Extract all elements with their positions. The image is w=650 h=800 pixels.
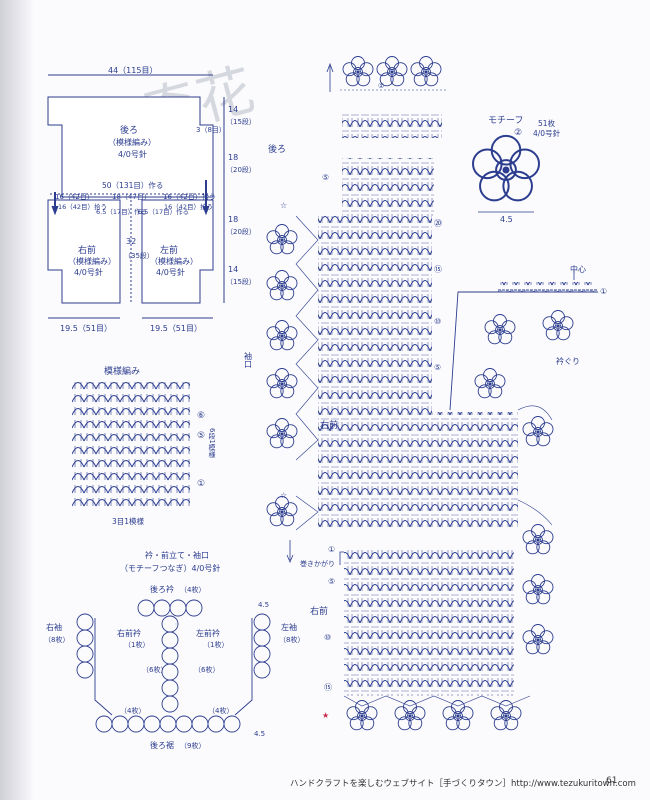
chart-collar-label: 衿ぐり <box>556 356 580 366</box>
svg-text:★: ★ <box>322 711 329 720</box>
four-left-count: （4枚） <box>120 706 145 715</box>
row-20dan-label-a: （20段） <box>226 165 256 174</box>
right-front-needle: 4/0号針 <box>74 267 103 277</box>
assembly-title-1: 衿・前立て・袖口 <box>145 550 209 560</box>
book-gutter-shadow <box>0 0 34 800</box>
pick-65a-label: 6.5（17目）作る <box>96 207 147 216</box>
pick-left-label: 16（42目）拾う <box>58 202 107 211</box>
garment-schematic <box>47 74 225 319</box>
chart-front-row-1: ① <box>328 545 335 554</box>
left-front-needle: 4/0号針 <box>156 267 185 277</box>
back-collar-label: 後ろ衿 <box>150 584 174 594</box>
assembly-title-2: （モチーフつなぎ）4/0号針 <box>120 563 220 573</box>
back-pattern-label: （模様編み） <box>108 137 156 147</box>
bottom-left-label: 19.5（51目） <box>60 324 112 333</box>
center-32-label: 32 <box>126 237 136 246</box>
svg-text:☆: ☆ <box>280 491 287 500</box>
pattern-chart-title: 模様編み <box>104 365 140 377</box>
chart-front-row-15: ⑮ <box>324 683 332 692</box>
left-front-collar-count: （1枚） <box>203 640 228 649</box>
motif-width-label: 4.5 <box>500 215 513 224</box>
row-18-label-a: 18 <box>228 153 238 162</box>
left-front-label: 左前 <box>160 244 178 256</box>
motif-num: ② <box>514 128 522 138</box>
back-hem-label: 後ろ裾 <box>150 740 174 750</box>
chart-row-10: ⑩ <box>434 317 441 326</box>
chart-right-front-top: 右前 <box>320 419 338 431</box>
motif-count: 51枚 <box>538 118 556 128</box>
left-sleeve-label: 左袖 <box>281 622 297 632</box>
chart-right-front-bottom: 右前 <box>310 605 328 617</box>
side-15dan-label-b: （15段） <box>226 277 256 286</box>
six-left-count: （6枚） <box>142 665 167 674</box>
right-sleeve-count: （8枚） <box>44 635 69 644</box>
svg-text:☆: ☆ <box>280 201 287 210</box>
pattern-row-5: ⑤ <box>197 431 205 441</box>
chart-row-15: ⑮ <box>434 265 442 274</box>
four-right-count: （4枚） <box>208 706 233 715</box>
pattern-row-6: ⑥ <box>197 411 205 421</box>
assembly-motif-circles <box>76 599 271 733</box>
center-35dan-label: （35段） <box>124 251 154 260</box>
pick-65b-label: 6.5（17目）作る <box>138 207 189 216</box>
cast-on-label: 50（131目）作る <box>102 180 163 190</box>
dim-45b-label: 4.5 <box>254 730 265 738</box>
right-front-label: 右前 <box>78 244 96 256</box>
left-front-pattern: （模様編み） <box>150 256 198 266</box>
right-front-collar-count: （1枚） <box>124 640 149 649</box>
chart-front-row-5: ⑤ <box>328 577 335 586</box>
shoulder-left-label: 16（42目） <box>55 193 94 201</box>
footer-text: ハンドクラフトを楽しむウェブサイト［手づくりタウン］http://www.tez… <box>290 779 636 789</box>
center-18-label: 18（47目） <box>112 193 151 201</box>
chart-front-row-10: ⑩ <box>324 633 331 642</box>
back-hem-count: （9枚） <box>180 741 205 750</box>
six-right-count: （6枚） <box>194 665 219 674</box>
dim-45a-label: 4.5 <box>258 601 269 609</box>
row-20dan-label-b: （20段） <box>226 227 256 236</box>
width-top-label: 44（115目） <box>108 66 157 75</box>
side-14-label: 14 <box>228 105 238 114</box>
motif-title: モチーフ <box>488 115 523 126</box>
side-3-label: 3（8目） <box>196 126 226 134</box>
chart-motif-row-1: ① <box>378 82 384 90</box>
chart-sleeve-label: 袖口 <box>244 351 253 368</box>
pattern-repeat-rows: 6段1模様 <box>208 428 216 458</box>
chart-row-5-top: ⑤ <box>322 173 329 182</box>
right-sleeve-label: 右袖 <box>46 622 62 632</box>
motif-needle: 4/0号針 <box>533 128 561 138</box>
chart-row-20: ⑳ <box>434 219 442 228</box>
left-sleeve-count: （8枚） <box>279 635 304 644</box>
chart-back-label: 後ろ <box>268 143 286 155</box>
back-collar-count: （4枚） <box>180 585 205 594</box>
chart-center-label: 中心 <box>570 264 586 274</box>
pattern-repeat-stitches: 3目1模様 <box>112 516 145 526</box>
motif-detail-flower <box>471 134 541 202</box>
side-15dan-label: （15段） <box>226 117 256 126</box>
bottom-right-label: 19.5（51目） <box>150 324 202 333</box>
left-front-collar-label: 左前衿 <box>196 628 220 638</box>
back-needle-label: 4/0号針 <box>118 149 147 159</box>
pick-right-label: 16（42目）拾う <box>164 202 213 211</box>
shoulder-right-label: 16（42目）拾う <box>163 192 216 201</box>
side-14-label-b: 14 <box>228 265 238 274</box>
back-label: 後ろ <box>120 124 138 136</box>
right-front-collar-label: 右前衿 <box>117 628 141 638</box>
main-chart: ☆ ☆ ★ <box>266 56 598 731</box>
right-front-pattern: （模様編み） <box>68 256 116 266</box>
page-number: 61 <box>606 776 618 786</box>
row-18-label-b: 18 <box>228 215 238 224</box>
chart-row-5: ⑤ <box>434 363 441 372</box>
chart-row-1-collar: ① <box>600 287 607 296</box>
chart-start-label: 巻きかがり <box>300 559 335 568</box>
pattern-chart-stitches <box>72 382 190 508</box>
pattern-row-1: ① <box>197 479 205 489</box>
